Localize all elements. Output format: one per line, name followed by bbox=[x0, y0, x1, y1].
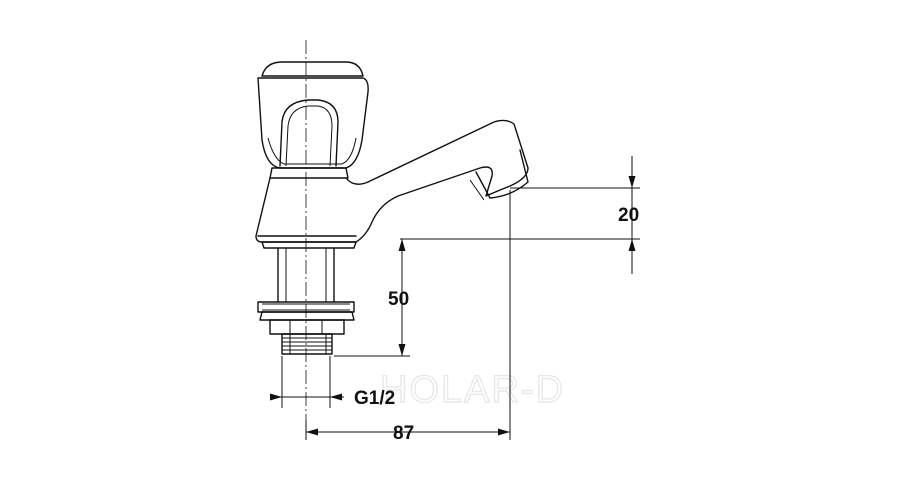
faucet-body bbox=[255, 119, 529, 249]
dimension-label-20: 20 bbox=[618, 205, 639, 226]
faucet-handle bbox=[257, 61, 369, 169]
dimension-spout-height: 20 bbox=[400, 156, 640, 274]
dimension-label-g12: G1/2 bbox=[354, 388, 395, 409]
dimension-label-50: 50 bbox=[388, 289, 409, 310]
dimension-reach: 87 bbox=[305, 190, 511, 444]
dimension-thread: G1/2 bbox=[270, 356, 395, 409]
watermark-text: HOLAR-D bbox=[380, 369, 565, 411]
dimension-shank-length: 50 bbox=[334, 239, 410, 357]
dimension-label-87: 87 bbox=[393, 423, 414, 444]
